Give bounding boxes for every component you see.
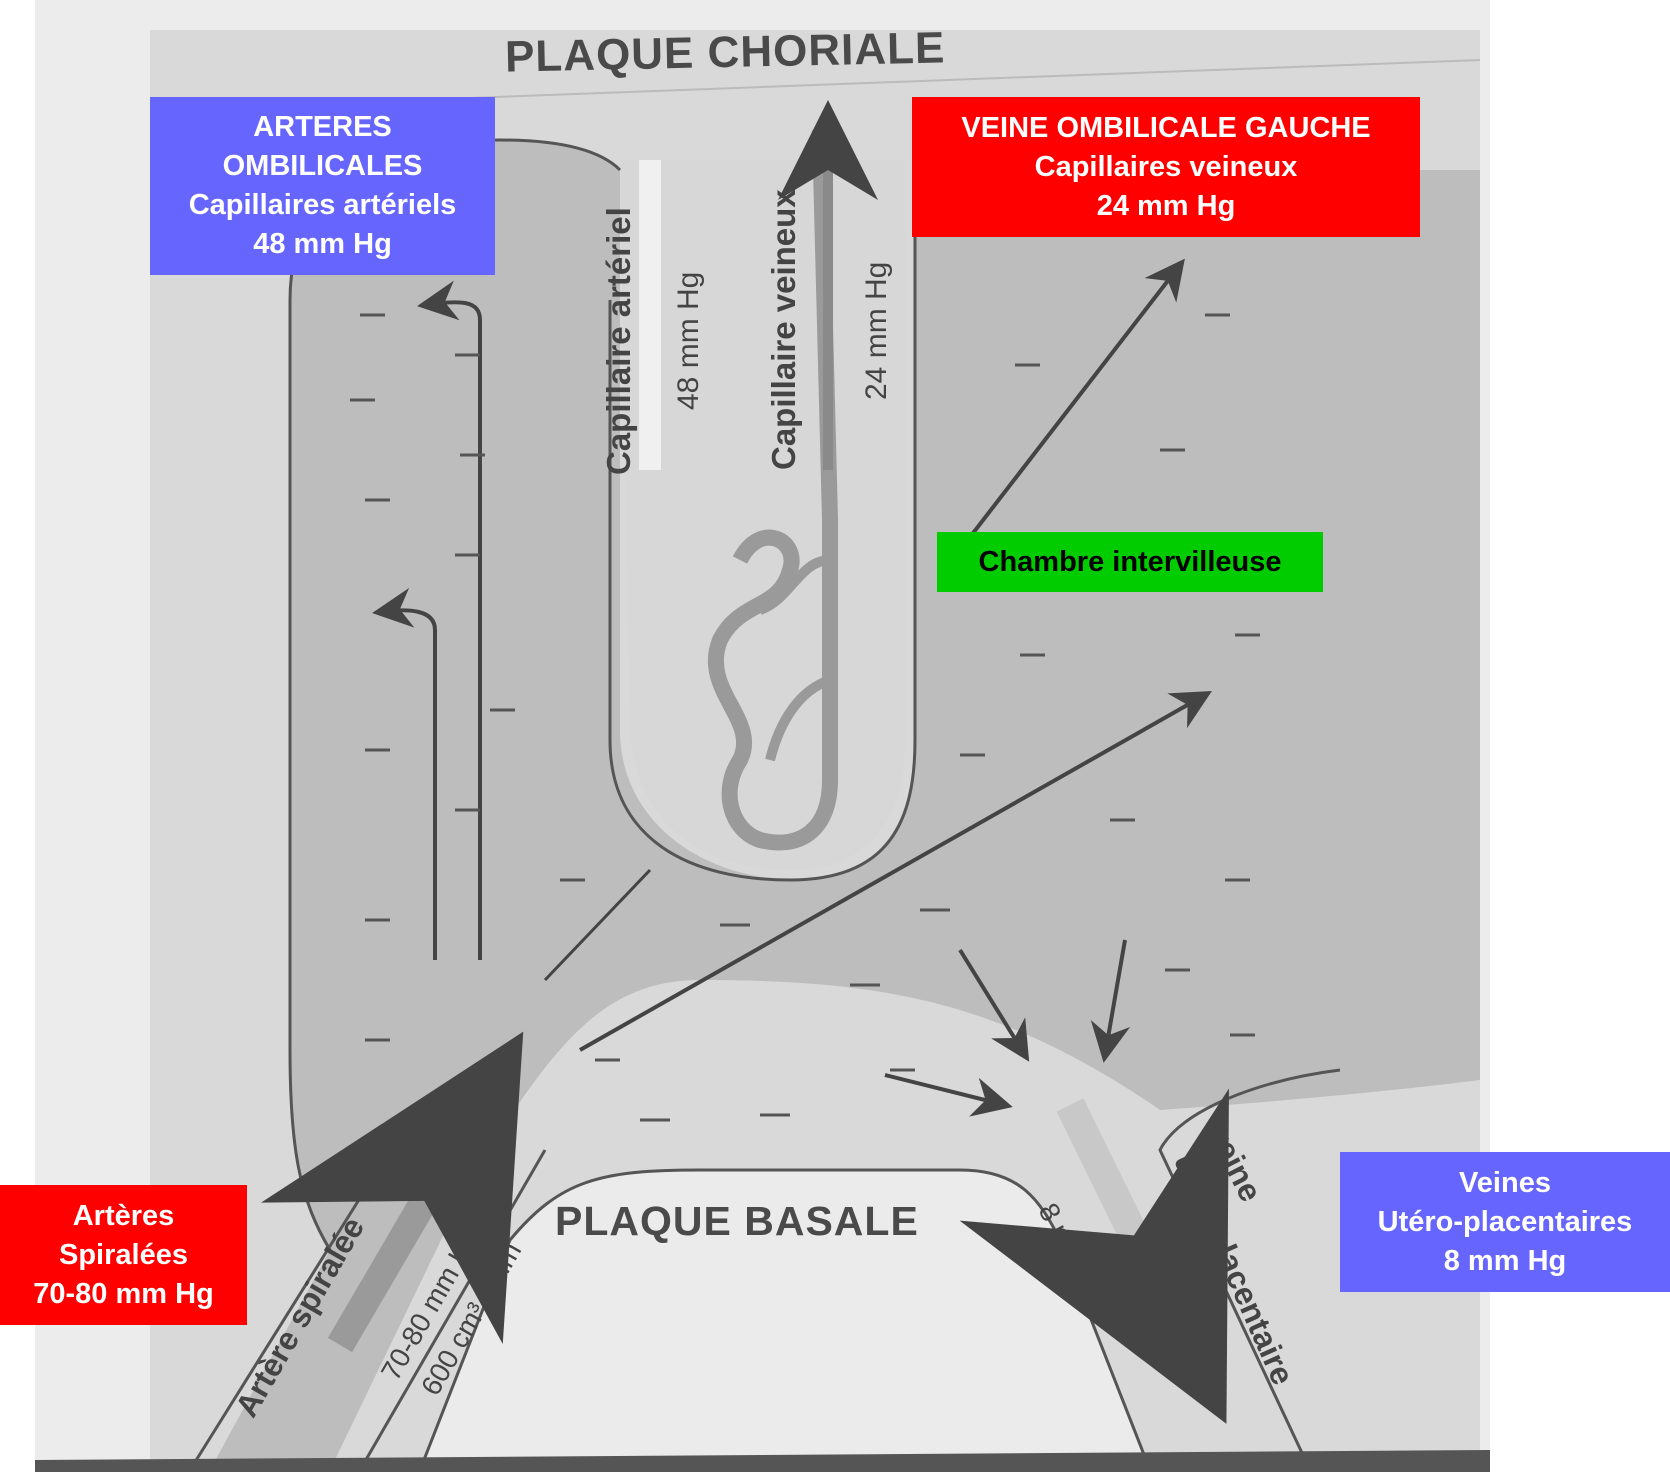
box-line: OMBILICALES [222, 150, 423, 182]
chamber-flow-arrow-up [958, 258, 1185, 552]
box-line: Capillaires artériels [188, 189, 457, 221]
box-line: VEINE OMBILICALE GAUCHE [961, 111, 1371, 144]
box-line: Capillaires veineux [1034, 150, 1298, 183]
capillary-network [707, 129, 838, 851]
chamber-flow-arrow-diag [543, 868, 652, 982]
plaque-choriale-label: PLAQUE CHORIALE [504, 23, 946, 82]
venous-arrow-2 [1090, 939, 1131, 1063]
capillaire-veineux-pressure: 24 mm Hg [860, 261, 893, 400]
arteres-spiralees-box: Artères Spiralées 70-80 mm Hg [0, 1185, 247, 1325]
capillaire-arteriel-label: Capillaire artériel [600, 207, 637, 475]
venous-outflow-big-arrow [959, 1088, 1229, 1424]
flow-dash-marks [350, 313, 1260, 1122]
capillary-branch [758, 555, 832, 762]
box-line: Chambre intervilleuse [978, 545, 1282, 578]
page-edge-shadow [35, 1450, 1490, 1472]
villus-loop-outline [608, 170, 917, 882]
box-line: 24 mm Hg [1096, 189, 1236, 222]
box-line: Veines [1459, 1166, 1551, 1199]
arterial-flow-arrow-1 [417, 280, 482, 960]
box-line: Artères [72, 1199, 175, 1232]
chamber-flow-arrow-right [579, 691, 1212, 1052]
box-line: Utéro-placentaires [1377, 1205, 1633, 1238]
villus-trunk [210, 140, 1480, 1470]
arterial-flow-arrow-2 [372, 587, 437, 960]
box-line: Spiralées [59, 1238, 188, 1271]
veine-ombilicale-box: VEINE OMBILICALE GAUCHE Capillaires vein… [912, 97, 1420, 237]
spiral-flow-big-arrow [261, 1031, 524, 1353]
capillaire-veineux-label: Capillaire veineux [765, 189, 802, 470]
capillaire-arteriel-pressure: 48 mm Hg [672, 271, 705, 410]
plaque-basale-label: PLAQUE BASALE [555, 1198, 919, 1244]
box-line: 8 mm Hg [1443, 1244, 1567, 1277]
box-line: ARTERES [253, 111, 392, 143]
venous-arrow-1 [958, 948, 1030, 1062]
arteres-ombilicales-box: ARTERES OMBILICALES Capillaires artériel… [150, 97, 495, 275]
veines-utero-box: Veines Utéro-placentaires 8 mm Hg [1340, 1152, 1670, 1292]
box-line: 70-80 mm Hg [33, 1277, 214, 1310]
box-line: 48 mm Hg [253, 228, 392, 260]
chambre-intervilleuse-box: Chambre intervilleuse [937, 532, 1323, 592]
